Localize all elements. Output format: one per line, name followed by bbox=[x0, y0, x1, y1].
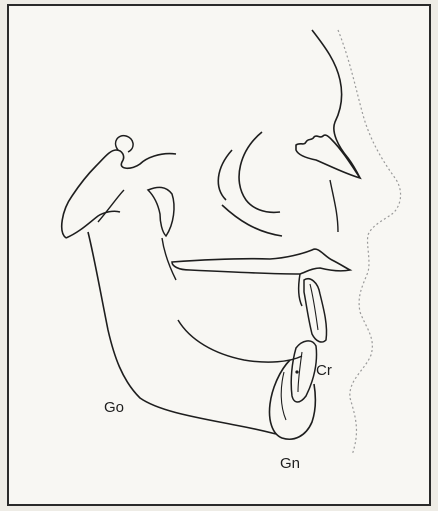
upper-incisor-root bbox=[310, 284, 318, 330]
lower-incisor bbox=[291, 341, 316, 402]
orbit-inner-arc bbox=[218, 150, 232, 200]
sella-turcica bbox=[116, 136, 134, 152]
cr-point-marker bbox=[295, 370, 298, 373]
anterior-nasal-spine bbox=[296, 135, 360, 178]
landmark-cr: Cr bbox=[316, 362, 332, 379]
condyle-spur bbox=[98, 190, 124, 222]
palatal-plane bbox=[172, 249, 350, 274]
cranial-base-outline bbox=[62, 150, 176, 238]
maxillary-alveolus bbox=[299, 274, 302, 306]
soft-tissue-profile bbox=[338, 30, 401, 455]
nasion-spine-line bbox=[330, 180, 338, 232]
anterior-ramus bbox=[162, 238, 176, 280]
nasal-bone-outline bbox=[312, 30, 360, 178]
pterygoid-fin bbox=[148, 187, 174, 236]
landmark-gn: Gn bbox=[280, 455, 300, 472]
clivus-line bbox=[66, 211, 120, 238]
mandibular-symphysis bbox=[270, 360, 316, 439]
orbit-outer-arc bbox=[239, 132, 280, 212]
landmark-go: Go bbox=[104, 399, 124, 416]
zygomatic-arc bbox=[222, 205, 282, 236]
symphysis-inner bbox=[281, 372, 286, 420]
occlusal-curve bbox=[178, 320, 302, 362]
